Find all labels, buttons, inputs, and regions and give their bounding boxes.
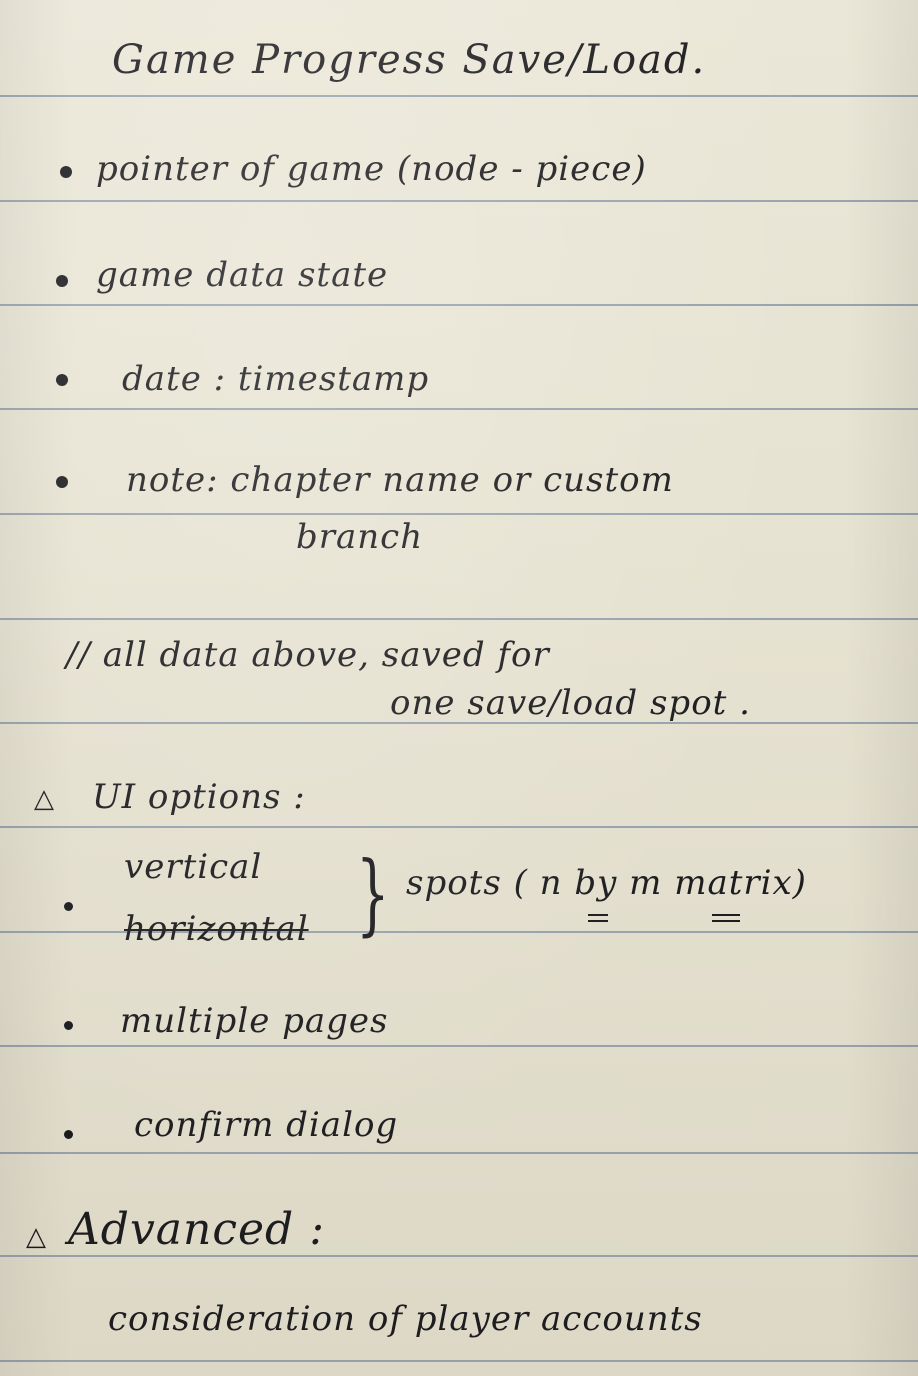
advanced-heading: Advanced : [68,1204,326,1255]
ui-option-spots: spots ( n by m matrix) [406,863,807,903]
save-item-pointer: pointer of game (node - piece) [96,149,647,189]
ui-option-pages: multiple pages [120,1001,389,1041]
brace-icon: } [356,842,390,945]
ui-option-dialog: confirm dialog [134,1105,399,1145]
underline-mark [588,920,608,922]
save-item-note: note: chapter name or custom [126,460,674,500]
page-title: Game Progress Save/Load. [112,37,707,83]
underline-mark [712,914,740,916]
ruled-line [0,304,918,306]
ruled-line [0,931,918,933]
comment-line-2: one save/load spot . [390,683,751,723]
comment-line-1: // all data above, saved for [66,635,550,675]
ruled-line [0,1360,918,1362]
ruled-line [0,408,918,410]
ruled-line [0,200,918,202]
save-item-note-continued: branch [296,517,424,557]
bullet-icon [56,374,68,386]
ruled-line [0,826,918,828]
ruled-line [0,1152,918,1154]
ruled-line [0,95,918,97]
triangle-icon: △ [34,784,54,814]
save-item-date: date : timestamp [122,359,430,399]
underline-mark [712,920,740,922]
ruled-line [0,618,918,620]
bullet-icon [60,166,72,178]
bullet-icon [64,902,73,911]
bullet-icon [64,1130,73,1139]
save-item-state: game data state [96,255,389,295]
triangle-icon: △ [26,1222,46,1252]
ruled-line [0,1045,918,1047]
bullet-icon [64,1021,73,1030]
ruled-line [0,722,918,724]
bullet-icon [56,275,68,287]
ruled-line [0,1255,918,1257]
bullet-icon [56,476,68,488]
advanced-item: consideration of player accounts [108,1299,703,1339]
ui-option-horizontal: horizontal [124,909,309,949]
ui-options-heading: UI options : [92,777,306,817]
ui-option-vertical: vertical [124,847,263,887]
underline-mark [588,914,608,916]
ruled-line [0,513,918,515]
